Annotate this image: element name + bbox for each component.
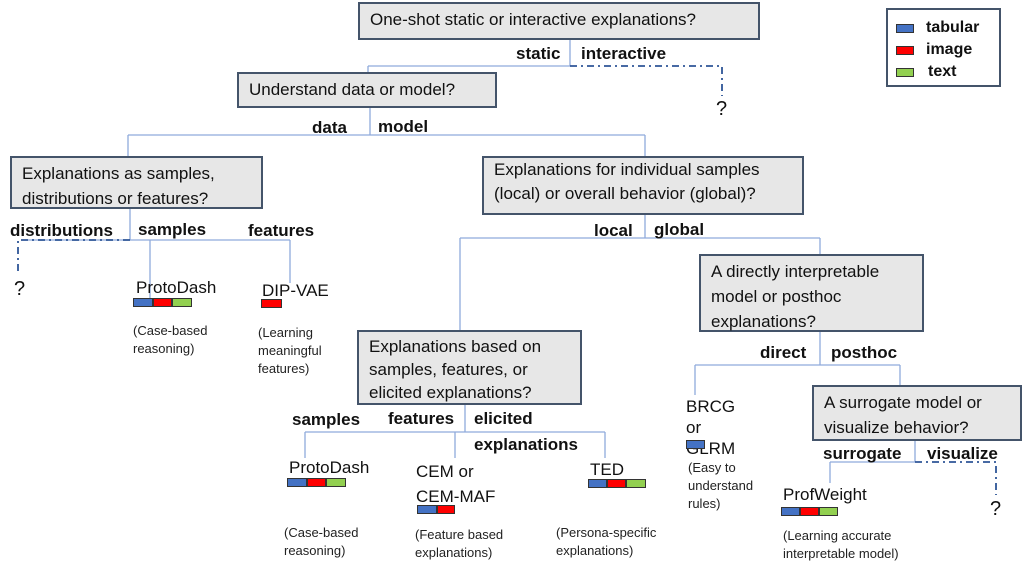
profweight-method-name: ProfWeight: [783, 485, 867, 504]
global-label: global: [654, 220, 705, 239]
protodash-method-name: ProtoDash: [136, 278, 217, 297]
samples-label-2: samples: [292, 410, 361, 429]
model-label: model: [378, 117, 429, 136]
legend-image-label: image: [926, 41, 973, 58]
tabular-bar: [588, 479, 607, 488]
cem-description: (Feature based explanations): [415, 527, 504, 560]
static-label: static: [516, 44, 561, 63]
ted-method-name: TED: [590, 460, 624, 479]
direct-or-posthoc-box: A directly interpretable model or postho…: [699, 254, 924, 332]
distributions-label: distributions: [10, 221, 113, 240]
legend-text-label: text: [928, 63, 957, 80]
features-label: features: [248, 221, 315, 240]
brcg-method-name: BRCG or GLRM: [686, 397, 736, 458]
text-swatch: [896, 68, 914, 77]
tabular-bar: [781, 507, 800, 516]
direct-label: direct: [760, 343, 807, 362]
distributions-unknown-mark: ?: [14, 278, 26, 300]
samples-features-elicited-box: Explanations based on samples, features,…: [357, 330, 582, 405]
legend: tabular image text: [886, 8, 1001, 87]
explanations-label: explanations: [474, 435, 578, 454]
surrogate-label: surrogate: [823, 444, 902, 463]
tabular-bar: [133, 298, 153, 307]
image-bar: [607, 479, 626, 488]
features-label-2: features: [388, 409, 455, 428]
surrogate-or-visualize-box: A surrogate model or visualize behavior?: [812, 385, 1022, 441]
tabular-swatch: [896, 24, 914, 33]
visualize-label: visualize: [927, 444, 998, 463]
root-question-box: One-shot static or interactive explanati…: [358, 2, 760, 40]
local-label: local: [594, 221, 633, 240]
image-bar: [800, 507, 819, 516]
text-bar: [819, 507, 838, 516]
local-or-global-box: Explanations for individual samples (loc…: [482, 156, 804, 215]
tabular-bar: [287, 478, 307, 487]
image-bar: [153, 298, 172, 307]
tabular-bar: [686, 440, 705, 449]
image-bar: [261, 299, 282, 308]
protodash-description: (Case-based reasoning): [133, 323, 208, 356]
image-bar: [307, 478, 326, 487]
protodash-description-2: (Case-based reasoning): [284, 525, 359, 558]
image-swatch: [896, 46, 914, 55]
protodash-method-name-2: ProtoDash: [289, 458, 370, 477]
brcg-description: (Easy to understand rules): [688, 460, 754, 511]
profweight-description: (Learning accurate interpretable model): [783, 528, 899, 561]
dip-vae-method-name: DIP-VAE: [262, 281, 329, 300]
samples-label: samples: [138, 220, 207, 239]
dip-vae-description: (Learning meaningful features): [258, 325, 322, 376]
tabular-bar: [417, 505, 437, 514]
legend-tabular-label: tabular: [926, 19, 980, 36]
data-label: data: [312, 118, 347, 137]
text-bar: [326, 478, 346, 487]
interactive-label: interactive: [581, 44, 667, 63]
ted-description: (Persona-specific explanations): [556, 525, 657, 558]
interactive-unknown-mark: ?: [716, 98, 728, 120]
text-bar: [626, 479, 646, 488]
elicited-label: elicited: [474, 409, 533, 428]
cem-method-name: CEM or CEM-MAF: [416, 462, 496, 506]
data-or-model-box: Understand data or model?: [237, 72, 497, 108]
image-bar: [437, 505, 455, 514]
posthoc-label: posthoc: [831, 343, 898, 362]
visualize-unknown-mark: ?: [990, 498, 1002, 520]
text-bar: [172, 298, 192, 307]
samples-distributions-features-box: Explanations as samples, distributions o…: [10, 156, 263, 209]
